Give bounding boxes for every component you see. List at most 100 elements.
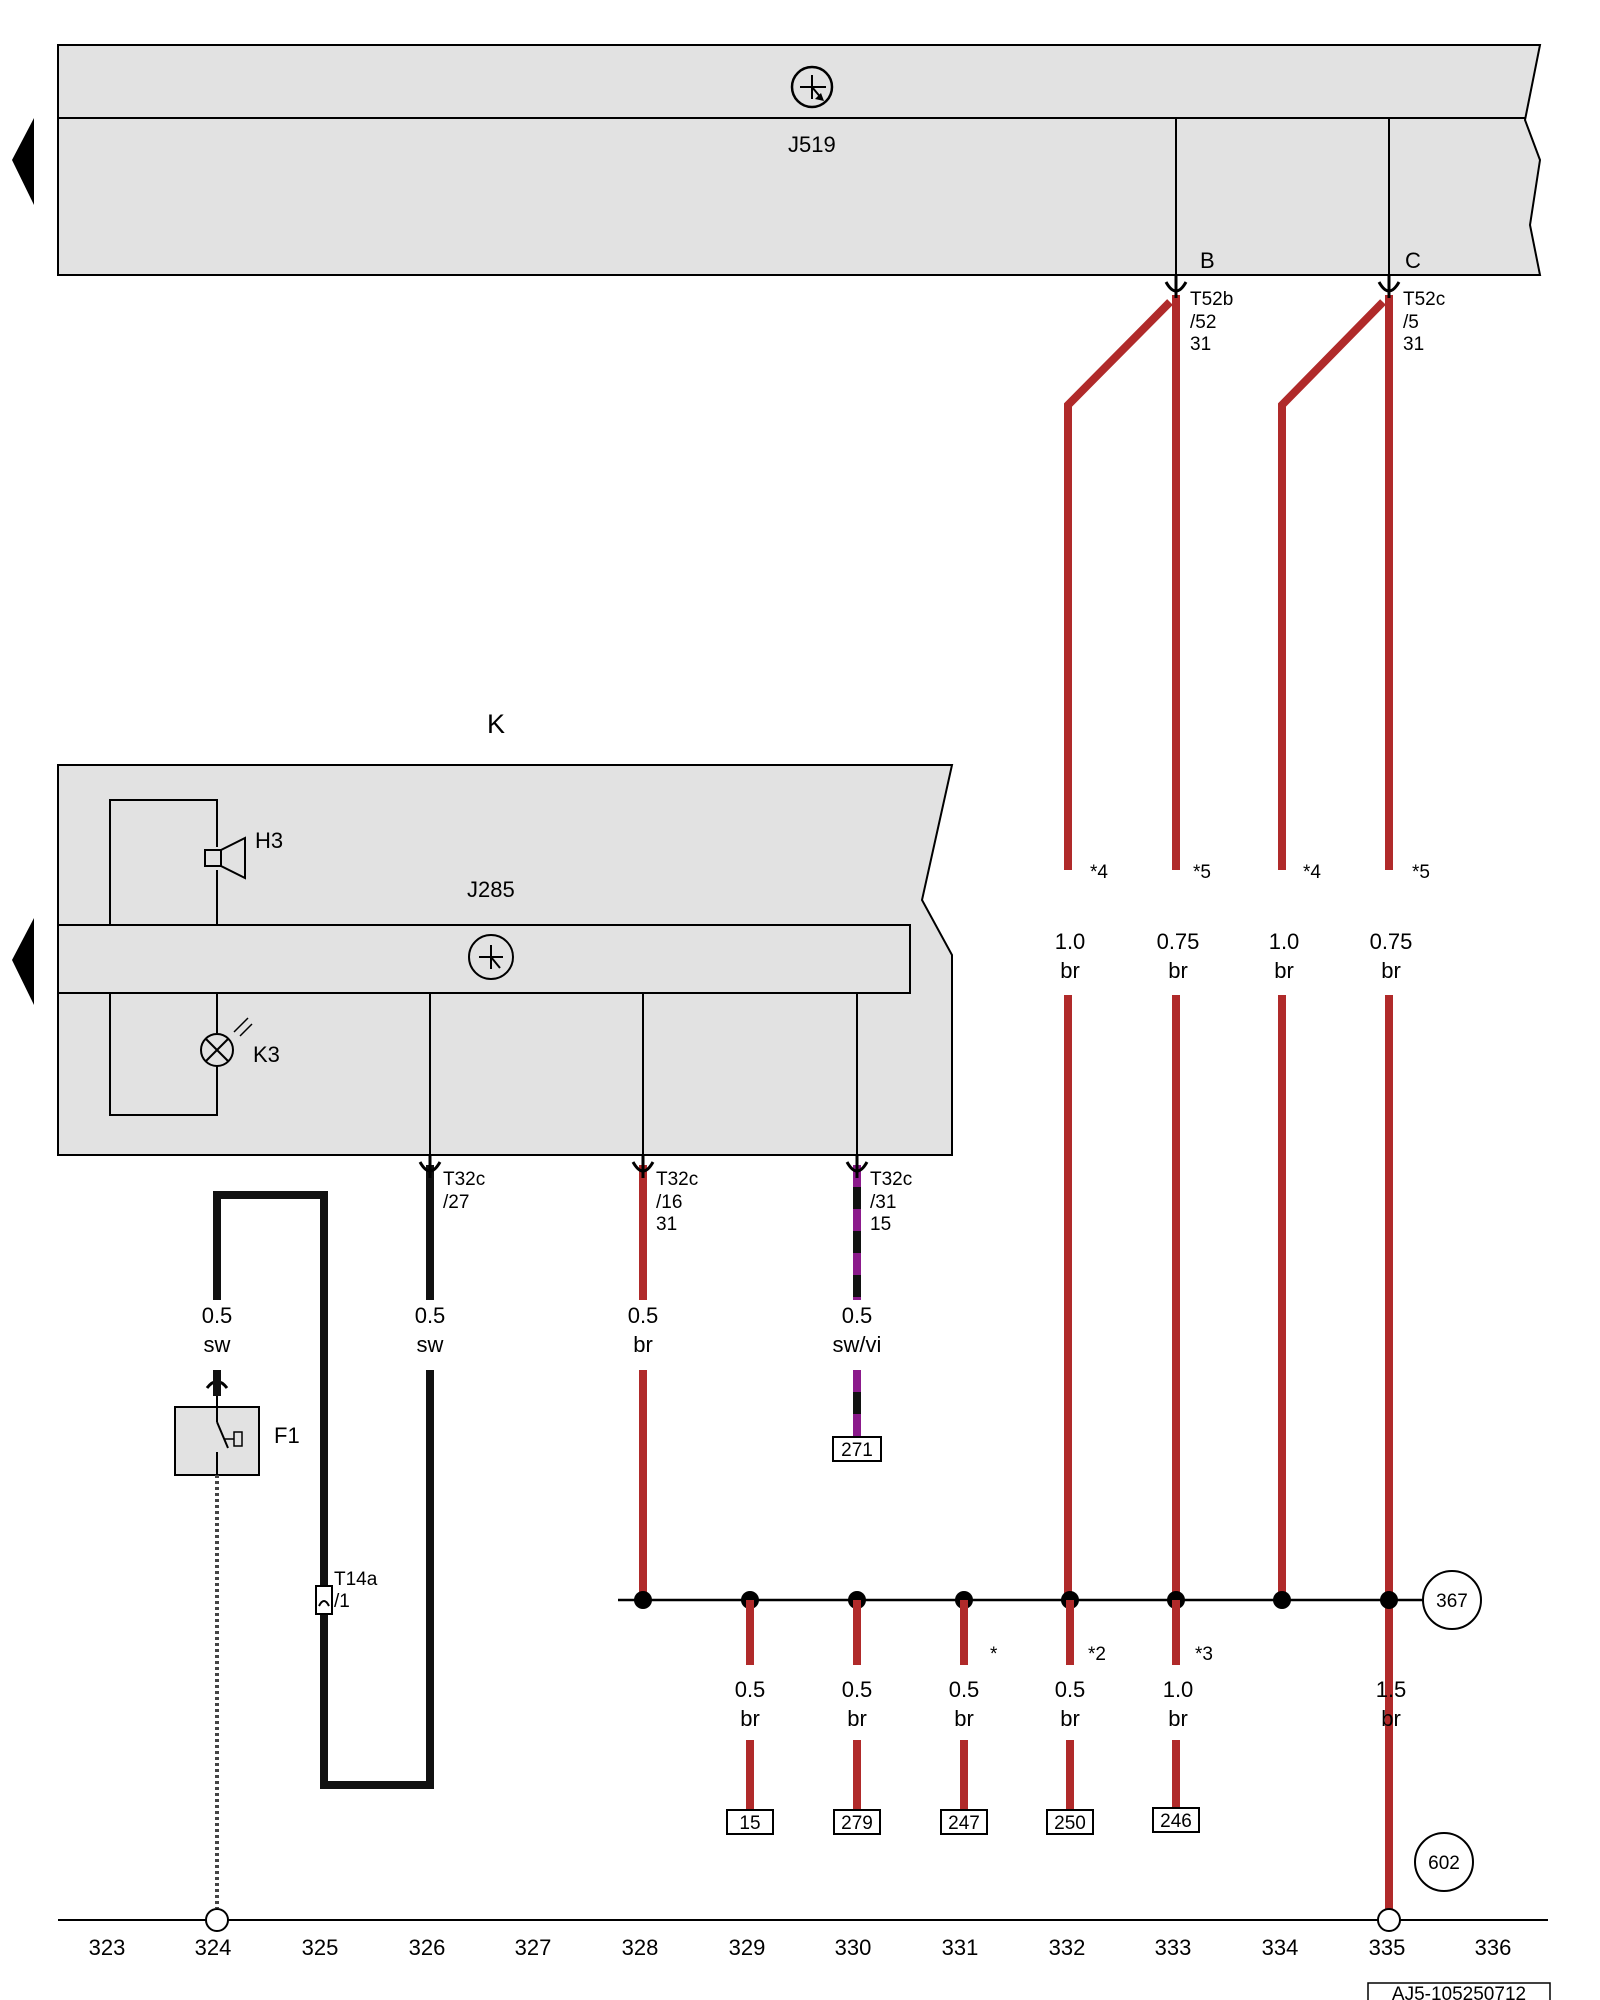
wire-4-size: 0.5 xyxy=(842,1303,873,1328)
wire-5-color: br xyxy=(1060,958,1080,983)
document-code: AJ5-105250712 xyxy=(1367,1982,1551,2000)
wire-7-color: br xyxy=(1274,958,1294,983)
switch-f1 xyxy=(174,1370,260,1476)
lower-5-footnote: *3 xyxy=(1195,1644,1213,1665)
t32c-31-line1: T32c xyxy=(870,1169,912,1190)
ground-bus xyxy=(618,1591,1423,1609)
grid-number: 325 xyxy=(302,1935,339,1960)
grid-number: 331 xyxy=(942,1935,979,1960)
t52c-line2: /5 xyxy=(1403,312,1419,333)
t32c-27-line1: T32c xyxy=(443,1169,485,1190)
t14a-line1: T14a xyxy=(334,1569,378,1590)
ground-602-text: 602 xyxy=(1428,1853,1460,1874)
wire-sw-loop xyxy=(213,1165,434,1789)
j285-symbol-icon xyxy=(468,934,514,980)
wire-8-color: br xyxy=(1381,958,1401,983)
ref-271-text: 271 xyxy=(841,1440,873,1461)
t32c-16-line1: T32c xyxy=(656,1169,698,1190)
t32c-31-line2: /31 xyxy=(870,1192,896,1213)
t32c-27-line2: /27 xyxy=(443,1192,469,1213)
continuation-arrow-k xyxy=(12,918,34,1005)
pin-b-label: B xyxy=(1200,248,1215,273)
connector-t32c-27: T32c /27 xyxy=(418,1156,485,1213)
j519-control-unit: J519 B C xyxy=(12,44,1542,276)
doc-code-text: AJ5-105250712 xyxy=(1392,1984,1526,2000)
j519-symbol-icon xyxy=(790,65,834,109)
k-label: K xyxy=(487,709,505,739)
footnote-wire-5: *4 xyxy=(1090,862,1108,883)
grid-number: 336 xyxy=(1475,1935,1512,1960)
ground-point-602: 602 xyxy=(1414,1832,1474,1892)
connector-t52b: T52b /52 31 xyxy=(1164,276,1233,355)
ref-15-text: 15 xyxy=(739,1813,760,1834)
grid-number: 333 xyxy=(1155,1935,1192,1960)
grid-number: 332 xyxy=(1049,1935,1086,1960)
lower-4-footnote: *2 xyxy=(1088,1644,1106,1665)
f1-label: F1 xyxy=(274,1423,300,1448)
lower-wires xyxy=(746,1600,1180,1810)
ref-250-text: 250 xyxy=(1054,1813,1086,1834)
j519-label: J519 xyxy=(788,132,836,157)
ref-box-15: 15 xyxy=(726,1809,774,1835)
h3-label: H3 xyxy=(255,828,283,853)
wire-6-size: 0.75 xyxy=(1157,929,1200,954)
t32c-31-line3: 15 xyxy=(870,1214,891,1235)
grid-number: 335 xyxy=(1369,1935,1406,1960)
t52b-line2: /52 xyxy=(1190,312,1216,333)
j285-label: J285 xyxy=(467,877,515,902)
pin-c-label: C xyxy=(1405,248,1421,273)
ground-367-text: 367 xyxy=(1436,1591,1468,1612)
wire-5-size: 1.0 xyxy=(1055,929,1086,954)
t32c-16-line3: 31 xyxy=(656,1214,677,1235)
wire-1-size: 0.5 xyxy=(202,1303,233,1328)
warning-lamp-icon xyxy=(200,1017,253,1067)
t52b-line1: T52b xyxy=(1190,289,1233,310)
buzzer-icon xyxy=(204,836,246,880)
t52b-line3: 31 xyxy=(1190,334,1211,355)
t52c-line3: 31 xyxy=(1403,334,1424,355)
lower-6-color: br xyxy=(1381,1706,1401,1731)
footnote-wire-7: *4 xyxy=(1303,862,1321,883)
ref-247-text: 247 xyxy=(948,1813,980,1834)
wire-3-size: 0.5 xyxy=(628,1303,659,1328)
lower-3-footnote: * xyxy=(990,1644,998,1665)
wire-8-size: 0.75 xyxy=(1370,929,1413,954)
wire-6-color: br xyxy=(1168,958,1188,983)
grid-number: 323 xyxy=(89,1935,126,1960)
ref-box-250: 250 xyxy=(1046,1809,1094,1835)
connector-t32c-31: T32c /31 15 xyxy=(845,1156,912,1235)
ground-terminal-335 xyxy=(1377,1908,1401,1932)
wire-j519-c-branch xyxy=(1278,295,1393,1920)
t32c-16-line2: /16 xyxy=(656,1192,682,1213)
ref-box-279: 279 xyxy=(833,1809,881,1835)
connector-t32c-16: T32c /16 31 xyxy=(631,1156,698,1235)
ref-246-text: 246 xyxy=(1160,1811,1192,1832)
lower-4-size: 0.5 xyxy=(1055,1677,1086,1702)
lower-2-color: br xyxy=(847,1706,867,1731)
ground-point-367: 367 xyxy=(1422,1570,1482,1630)
grid-numbers: 323 324 325 326 327 328 329 330 331 332 … xyxy=(89,1935,1512,1960)
connector-t14a: T14a /1 xyxy=(315,1569,378,1615)
wire-4-color: sw/vi xyxy=(833,1332,882,1357)
grid-number: 327 xyxy=(515,1935,552,1960)
grid-number: 330 xyxy=(835,1935,872,1960)
wire-3-color: br xyxy=(633,1332,653,1357)
grid-number: 324 xyxy=(195,1935,232,1960)
ref-box-246: 246 xyxy=(1152,1807,1200,1833)
wire-j519-b-branch xyxy=(1064,295,1180,1600)
grid-number: 326 xyxy=(409,1935,446,1960)
t14a-line2: /1 xyxy=(334,1591,350,1612)
ground-terminal-324 xyxy=(205,1908,229,1932)
lower-6-size: 1.5 xyxy=(1376,1677,1407,1702)
footnote-wire-8: *5 xyxy=(1412,862,1430,883)
lower-4-color: br xyxy=(1060,1706,1080,1731)
wire-2-size: 0.5 xyxy=(415,1303,446,1328)
k3-label: K3 xyxy=(253,1042,280,1067)
grid-number: 329 xyxy=(729,1935,766,1960)
ref-279-text: 279 xyxy=(841,1813,873,1834)
lower-3-color: br xyxy=(954,1706,974,1731)
lower-3-size: 0.5 xyxy=(949,1677,980,1702)
ref-box-271: 271 xyxy=(832,1436,882,1462)
footnote-wire-6: *5 xyxy=(1193,862,1211,883)
